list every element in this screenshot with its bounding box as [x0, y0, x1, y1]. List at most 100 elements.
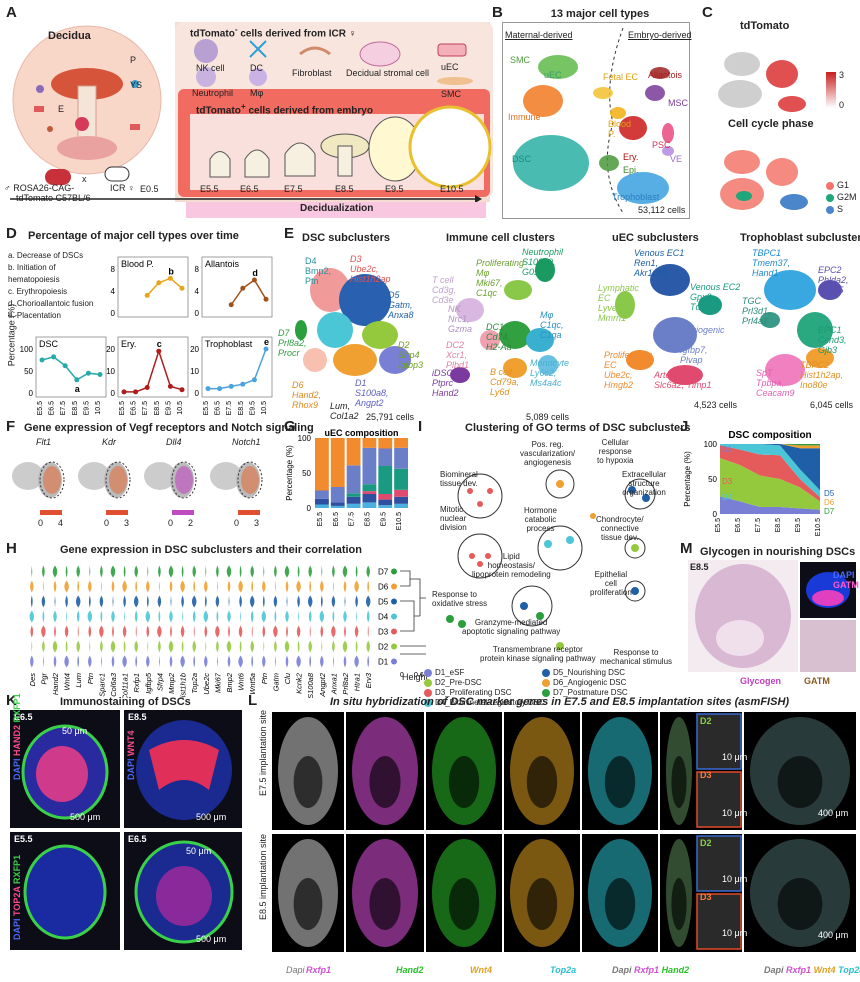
- violin: [273, 625, 278, 638]
- cluster-epi: Epi.: [623, 165, 639, 175]
- feature-umap-3: [210, 461, 263, 515]
- x-tick-label: E10.5: [177, 401, 184, 415]
- tro-label-tbpc1: TBPC1 Tmem37, Hand1: [752, 248, 791, 278]
- violin: [227, 580, 231, 593]
- gene-label: Erv3: [364, 672, 373, 688]
- violin: [249, 595, 255, 608]
- violin: [42, 610, 45, 623]
- y-tick-label: 20: [190, 345, 199, 354]
- violin: [309, 580, 312, 593]
- gene-label: Mmp2: [167, 672, 176, 694]
- data-point: [251, 377, 257, 383]
- k1-scale: 500 μm: [70, 812, 101, 822]
- violin: [111, 655, 115, 668]
- violin: [65, 595, 68, 608]
- violin: [274, 610, 277, 623]
- data-point: [179, 387, 185, 393]
- cluster-fetal-ec: Fetal EC: [603, 72, 639, 82]
- notch1-min: 0: [234, 518, 240, 528]
- panel-c-title1: tdTomato: [740, 20, 790, 32]
- k3-stain: DAPI TOP2A RXFP1: [12, 854, 22, 940]
- fish-image-r0-c4: [582, 712, 658, 830]
- section-cavity: [671, 756, 687, 808]
- bar-segment: [330, 438, 345, 487]
- violin: [344, 595, 346, 608]
- flt1-max: 4: [58, 518, 64, 528]
- k4-stage: E6.5: [128, 834, 147, 844]
- violin: [77, 625, 79, 638]
- y-tick-label: 0: [29, 389, 34, 398]
- data-point: [85, 370, 91, 376]
- chart-frame: [201, 256, 273, 318]
- y-tick-label: 0: [111, 309, 116, 318]
- gene-flt1: Flt1: [36, 437, 52, 447]
- note-c: c. Erythropoiesis: [8, 287, 68, 296]
- violin: [169, 655, 173, 668]
- bar-segment: [378, 505, 393, 508]
- x-tick-label: E6.5: [735, 518, 742, 533]
- inset-d3: [696, 771, 742, 828]
- panel-label-k: K: [6, 692, 17, 709]
- tro-label-tgc: TGC Prl3d1, Prl4a1: [742, 296, 771, 326]
- violin: [355, 595, 358, 608]
- uec-label-arterial: Arterial EC Slc6a2, Timp1: [654, 370, 712, 390]
- bar-segment: [378, 438, 393, 449]
- l-merge2: Dapi Rxfp1 Wnt4 Top2a: [764, 965, 860, 975]
- panel-label-g: G: [284, 418, 296, 435]
- go-term-13: Response to mechanical stimulus: [600, 648, 673, 666]
- y-tick-label: 50: [708, 475, 717, 484]
- feature-umap-2: [144, 461, 197, 515]
- fish-image-r0-c0: [272, 712, 344, 830]
- bar-segment: [346, 503, 361, 508]
- violin: [320, 580, 324, 593]
- violin: [251, 655, 254, 668]
- panel-f-umaps: [12, 461, 263, 515]
- chart-title: uEC composition: [325, 428, 399, 438]
- y-tick-label: 20: [106, 345, 115, 354]
- umap-expression: [109, 466, 127, 494]
- violin: [122, 580, 127, 593]
- violin: [64, 655, 69, 668]
- section-cavity: [604, 756, 636, 808]
- phase-s: S: [826, 204, 843, 214]
- violin: [31, 640, 33, 653]
- violin: [296, 655, 301, 668]
- gene-label: Bmp2: [225, 672, 234, 692]
- violin: [274, 640, 277, 653]
- y-tick-label: 0: [713, 510, 718, 519]
- violin: [216, 655, 218, 668]
- violin: [134, 565, 138, 578]
- y-tick-label: 50: [24, 367, 33, 376]
- data-point: [228, 383, 234, 389]
- kdr-min: 0: [104, 518, 110, 528]
- violin: [355, 565, 358, 578]
- area-D4: [720, 444, 820, 498]
- data-point: [74, 377, 80, 383]
- go-term-8: Lipid homeostasis/ lipoprotein remodelin…: [472, 552, 551, 579]
- row-dot: [391, 628, 397, 635]
- violin: [342, 565, 348, 578]
- panel-i-title: Clustering of GO terms of DSC subcluster…: [465, 422, 691, 434]
- data-point: [133, 389, 139, 395]
- x-tick-label: E8.5: [72, 401, 79, 415]
- violin: [274, 655, 276, 668]
- stage-e55: E5.5: [200, 184, 219, 194]
- k1-stain: DAPI HAND2 RXFP1: [12, 693, 22, 780]
- gene-label: Ptn: [86, 673, 95, 684]
- violin: [146, 580, 150, 593]
- bar-segment: [330, 502, 345, 506]
- annotation-a: a: [75, 384, 81, 394]
- violin: [309, 625, 311, 638]
- uec-label-angio: Angiogenic EC Igfbp7, Plvap: [680, 325, 725, 365]
- violin: [354, 580, 359, 593]
- row-dot: [391, 583, 397, 590]
- panel-label-f: F: [6, 418, 16, 435]
- l-inset-d2-top: D2: [700, 716, 712, 726]
- violin: [182, 610, 184, 623]
- cell-dc: DC: [250, 63, 263, 73]
- violin: [262, 595, 265, 608]
- row-dot: [391, 643, 397, 650]
- gene-label: Kcnk2: [295, 672, 304, 694]
- uec-title: uEC subclusters: [612, 232, 699, 244]
- i-leg-1: D2_Pre-DSC: [424, 678, 542, 688]
